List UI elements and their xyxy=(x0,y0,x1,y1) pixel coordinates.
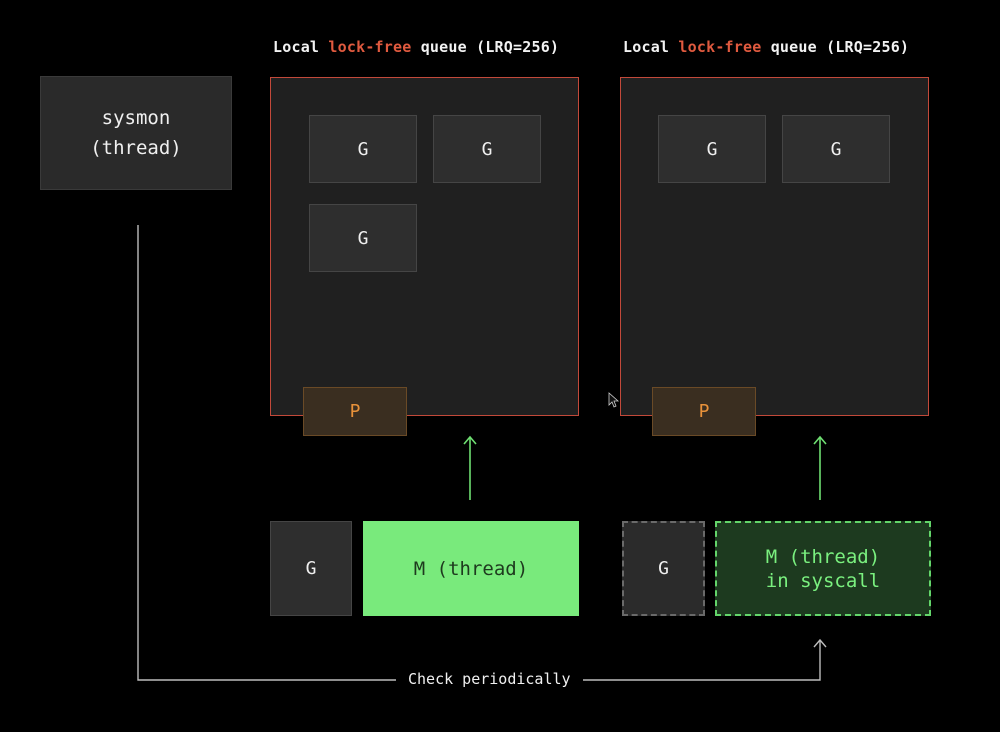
right-machine-in-syscall: M (thread) in syscall xyxy=(715,521,931,616)
right-blocked-goroutine: G xyxy=(622,521,705,616)
left-processor: P xyxy=(303,387,407,436)
left-machine-thread: M (thread) xyxy=(363,521,579,616)
right-queue-title: Local lock-free queue (LRQ=256) xyxy=(623,38,909,56)
left-queue-goroutine-1: G xyxy=(309,115,417,183)
mouse-cursor-icon xyxy=(608,392,620,408)
right-queue-goroutine-2: G xyxy=(782,115,890,183)
queue-title-suffix: queue (LRQ=256) xyxy=(761,38,910,56)
check-periodically-label: Check periodically xyxy=(396,670,583,688)
left-queue-title: Local lock-free queue (LRQ=256) xyxy=(273,38,559,56)
right-queue-goroutine-1: G xyxy=(658,115,766,183)
left-queue-goroutine-3: G xyxy=(309,204,417,272)
left-attach-arrow xyxy=(463,435,477,500)
queue-title-highlight: lock-free xyxy=(328,38,412,56)
right-processor: P xyxy=(652,387,756,436)
queue-title-prefix: Local xyxy=(273,38,329,56)
queue-title-highlight: lock-free xyxy=(678,38,762,56)
right-attach-arrow xyxy=(813,435,827,500)
left-queue-goroutine-2: G xyxy=(433,115,541,183)
left-running-goroutine: G xyxy=(270,521,352,616)
sysmon-box: sysmon (thread) xyxy=(40,76,232,190)
queue-title-prefix: Local xyxy=(623,38,679,56)
queue-title-suffix: queue (LRQ=256) xyxy=(411,38,560,56)
sysmon-check-connector xyxy=(137,225,827,681)
